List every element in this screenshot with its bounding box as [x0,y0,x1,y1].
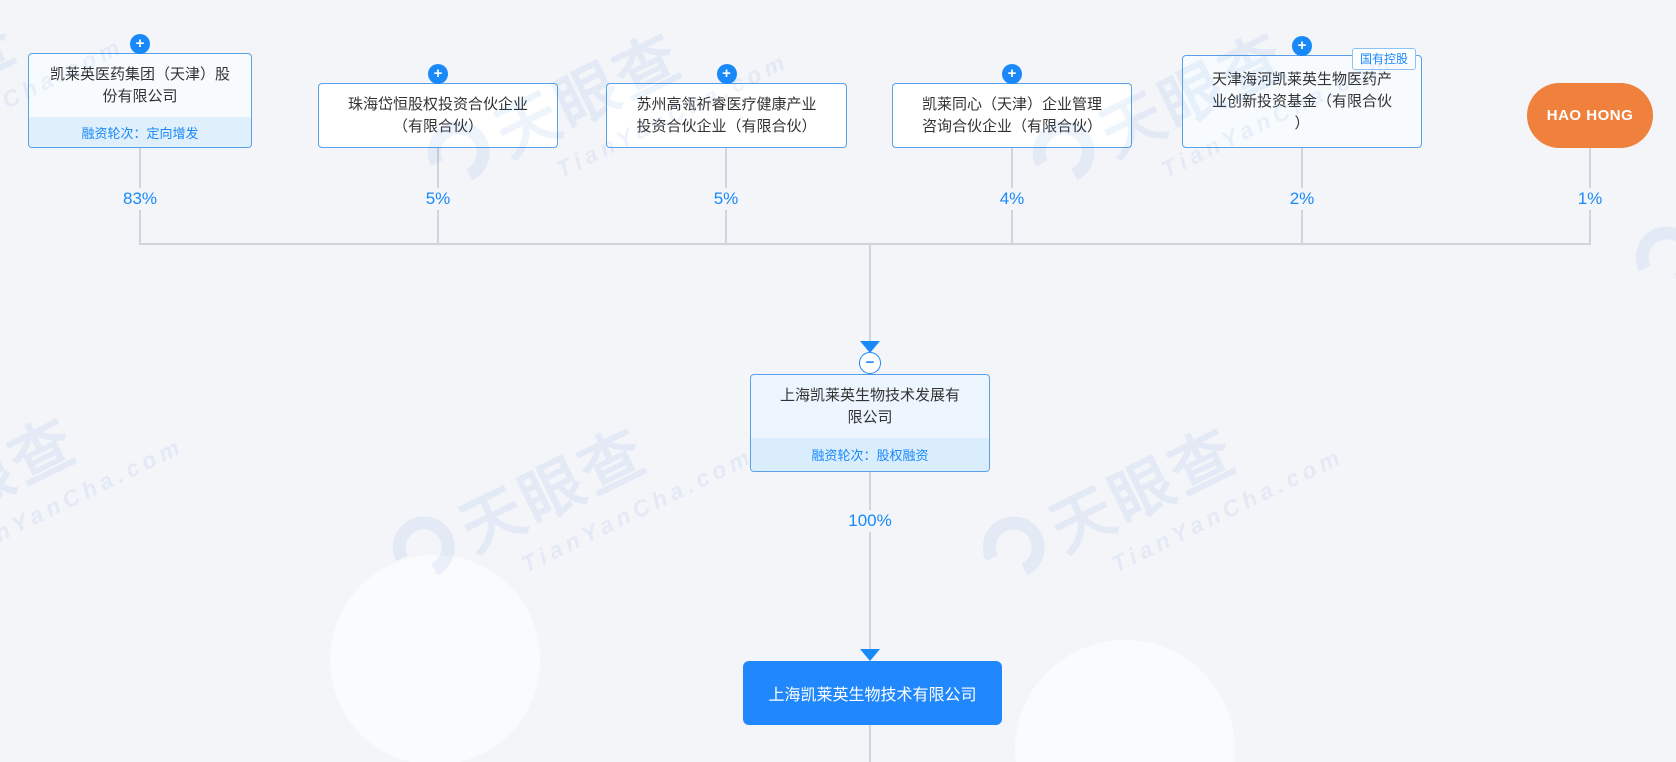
state-owned-tag: 国有控股 [1351,48,1416,70]
watermark-eye-logo-icon [1627,217,1676,297]
ownership-percent-label: 2% [1284,188,1320,210]
company-name: 凯莱同心（天津）企业管理 咨询合伙企业（有限合伙） [921,95,1102,135]
watermark-eye-logo-icon [974,507,1054,587]
connector-line [869,472,871,649]
financing-round-label: 融资轮次：定向增发 [29,117,251,147]
watermark-glow [330,555,540,762]
expand-icon[interactable]: + [130,34,150,54]
down-arrow-icon [860,649,880,661]
watermark-domain-text: TianYanCha.com [1107,442,1349,578]
watermark-domain-text: TianYanCha.com [0,432,189,568]
watermark-domain-text: TianYanCha.com [517,442,759,578]
watermark-glow [1015,640,1235,762]
expand-icon[interactable]: + [1002,64,1022,84]
ownership-percent-label: 4% [994,188,1030,210]
company-name: 天津海河凯莱英生物医药产 业创新投资基金（有限合伙 ） [1211,70,1392,132]
tianyancha-watermark: 天眼查 TianYanCha.com [0,361,189,617]
shareholder-node-zhuhai-daiheng[interactable]: + 珠海岱恒股权投资合伙企业 （有限合伙） [318,64,558,148]
subject-company-node[interactable]: 上海凯莱英生物技术有限公司 [743,661,1002,725]
shareholder-node-kailai-tongxin[interactable]: + 凯莱同心（天津）企业管理 咨询合伙企业（有限合伙） [892,64,1132,148]
watermark-brand-text: 天眼查 [1040,416,1249,566]
company-name: 凯莱英医药集团（天津）股 份有限公司 [49,65,230,105]
watermark-brand-text: 天眼查 [0,406,89,556]
watermark-brand-text: 天眼查 [450,416,659,566]
expand-icon[interactable]: + [716,64,737,84]
connector-line [869,725,871,762]
shareholder-node-kailaiying-pharma-group[interactable]: + 凯莱英医药集团（天津）股 份有限公司 融资轮次：定向增发 [28,34,252,148]
tianyancha-watermark: 天眼查 TianYanCha.com [376,371,759,627]
ownership-percent-label: 83% [117,188,163,210]
shareholder-node-tianjin-haihe-fund[interactable]: + 国有控股 天津海河凯莱英生物医药产 业创新投资基金（有限合伙 ） [1182,36,1422,148]
company-name: 上海凯莱英生物技术发展有 限公司 [779,386,960,426]
watermark-brand-text: 天眼查 [0,6,29,156]
company-name: 上海凯莱英生物技术有限公司 [768,687,977,704]
ownership-percent-label: 100% [843,510,897,532]
company-name: 珠海岱恒股权投资合伙企业 （有限合伙） [347,95,528,135]
ownership-percent-label: 5% [708,188,744,210]
watermark-eye-logo-icon [384,507,464,587]
company-name: 苏州高瓴祈睿医疗健康产业 投资合伙企业（有限合伙） [636,95,817,135]
ownership-percent-label: 5% [420,188,456,210]
expand-icon[interactable]: + [1292,36,1312,56]
shareholder-node-hao-hong[interactable]: HAO HONG [1527,83,1653,148]
ownership-percent-label: 1% [1572,188,1608,210]
connector-line [139,243,1591,245]
shareholder-node-suzhou-gaoling-qirui[interactable]: + 苏州高瓴祈睿医疗健康产业 投资合伙企业（有限合伙） [606,64,847,148]
expand-icon[interactable]: + [428,64,448,84]
intermediate-company-node[interactable]: 上海凯莱英生物技术发展有 限公司 融资轮次：股权融资 [750,374,990,472]
financing-round-label: 融资轮次：股权融资 [751,438,989,471]
person-name: HAO HONG [1546,107,1634,124]
collapse-icon[interactable]: − [859,352,881,374]
tianyancha-watermark: 天眼查 TianYanCha.com [966,371,1349,627]
down-arrow-icon [860,341,880,353]
connector-line [869,243,871,343]
